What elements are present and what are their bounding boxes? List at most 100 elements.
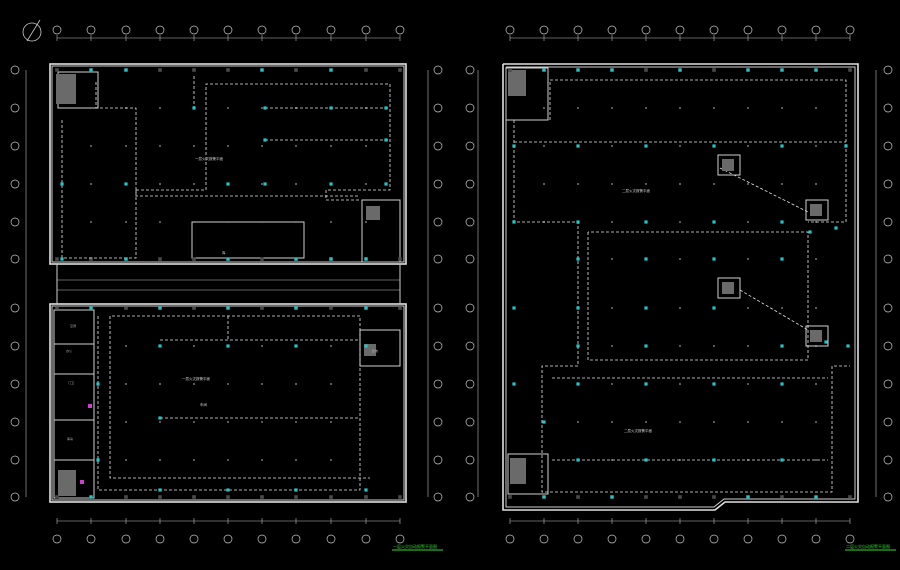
smoke-detector-icon — [814, 495, 818, 499]
interior-wall — [505, 66, 856, 508]
grid-point — [261, 459, 263, 461]
grid-point — [815, 107, 817, 109]
axis-bubble-icon — [465, 65, 475, 75]
smoke-detector-icon — [294, 488, 298, 492]
column — [260, 495, 264, 499]
detector-wiring — [135, 190, 360, 197]
axis-bubble-icon — [10, 492, 20, 502]
grid-point — [365, 145, 367, 147]
grid-point — [261, 345, 263, 347]
column — [294, 495, 298, 499]
smoke-detector-icon — [644, 306, 648, 310]
column — [55, 495, 59, 499]
smoke-detector-icon — [576, 68, 580, 72]
axis-bubble-icon — [155, 534, 165, 544]
smoke-detector-icon — [226, 257, 230, 261]
column — [712, 495, 716, 499]
grid-point — [679, 221, 681, 223]
smoke-detector-icon — [576, 306, 580, 310]
axis-bubble-icon — [883, 492, 893, 502]
axis-bubble-icon — [10, 141, 20, 151]
grid-point — [577, 183, 579, 185]
axis-bubble-icon — [433, 141, 443, 151]
axis-bubble-icon — [10, 455, 20, 465]
grid-point — [611, 145, 613, 147]
smoke-detector-icon — [124, 68, 128, 72]
smoke-detector-icon — [364, 306, 368, 310]
grid-point — [543, 183, 545, 185]
smoke-detector-icon — [263, 182, 267, 186]
equipment-room — [717, 154, 741, 176]
smoke-detector-icon — [780, 68, 784, 72]
room-label: 库房 — [67, 436, 73, 441]
axis-bubble-icon — [883, 217, 893, 227]
axis-bubble-icon — [743, 25, 753, 35]
smoke-detector-icon — [192, 106, 196, 110]
grid-point — [747, 383, 749, 385]
grid-point — [645, 183, 647, 185]
grid-point — [125, 345, 127, 347]
grid-point — [295, 383, 297, 385]
column — [329, 495, 333, 499]
grid-point — [611, 307, 613, 309]
room-label: 门卫 — [68, 380, 74, 385]
grid-point — [577, 107, 579, 109]
grid-point — [781, 307, 783, 309]
smoke-detector-icon — [512, 220, 516, 224]
grid-point — [330, 459, 332, 461]
smoke-detector-icon — [644, 382, 648, 386]
axis-bubble-icon — [845, 534, 855, 544]
grid-point — [747, 107, 749, 109]
grid-point — [125, 421, 127, 423]
axis-bubble-icon — [52, 25, 62, 35]
grid-point — [125, 383, 127, 385]
equipment-room — [361, 199, 401, 263]
grid-point — [679, 107, 681, 109]
axis-bubble-icon — [465, 379, 475, 389]
column — [398, 306, 402, 310]
axis-bubble-icon — [883, 303, 893, 313]
axis-bubble-icon — [883, 103, 893, 113]
grid-point — [227, 145, 229, 147]
column — [398, 68, 402, 72]
axis-bubble-icon — [883, 65, 893, 75]
axis-bubble-icon — [883, 455, 893, 465]
column — [55, 306, 59, 310]
smoke-detector-icon — [96, 458, 100, 462]
column — [55, 257, 59, 261]
axis-bubble-icon — [433, 417, 443, 427]
column — [329, 306, 333, 310]
axis-bubble-icon — [433, 379, 443, 389]
axis-bubble-icon — [433, 65, 443, 75]
axis-bubble-icon — [121, 534, 131, 544]
axis-bubble-icon — [257, 25, 267, 35]
exterior-wall-top-block — [49, 63, 407, 265]
axis-bubble-icon — [641, 25, 651, 35]
smoke-detector-icon — [644, 220, 648, 224]
axis-bubble-icon — [433, 455, 443, 465]
smoke-detector-icon — [644, 344, 648, 348]
smoke-detector-icon — [226, 306, 230, 310]
axis-bubble-icon — [433, 179, 443, 189]
grid-point — [679, 421, 681, 423]
column — [124, 495, 128, 499]
grid-point — [815, 258, 817, 260]
axis-bubble-icon — [465, 254, 475, 264]
smoke-detector-icon — [384, 106, 388, 110]
smoke-detector-icon — [512, 306, 516, 310]
axis-bubble-icon — [675, 25, 685, 35]
grid-point — [611, 383, 613, 385]
interior-wall-top-block — [51, 65, 405, 263]
axis-bubble-icon — [395, 534, 405, 544]
grid-point — [227, 383, 229, 385]
grid-point — [330, 345, 332, 347]
column — [192, 257, 196, 261]
grid-point — [261, 421, 263, 423]
exterior-wall — [502, 63, 859, 511]
axis-bubble-icon — [10, 65, 20, 75]
axis-bubble-icon — [10, 217, 20, 227]
column — [848, 68, 852, 72]
grid-point — [90, 221, 92, 223]
axis-bubble-icon — [883, 254, 893, 264]
detector-wiring — [61, 82, 137, 259]
